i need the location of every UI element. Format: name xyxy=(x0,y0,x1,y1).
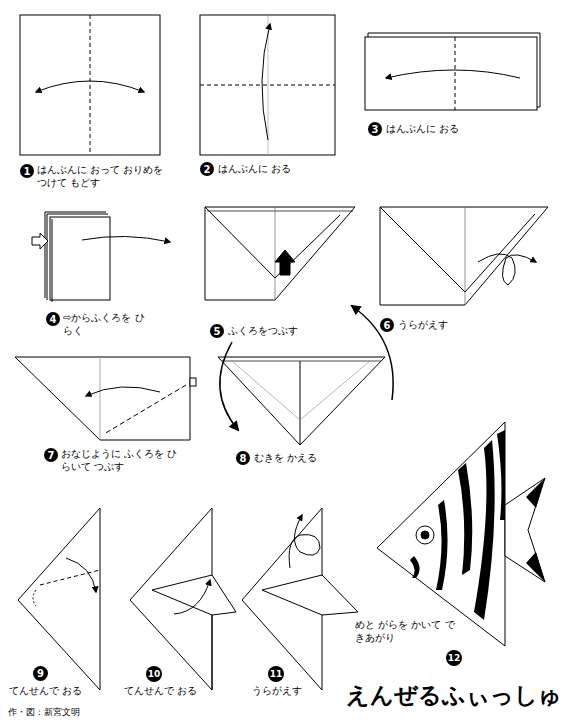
step-number: 7 xyxy=(44,448,58,462)
credit-note: 作・図：新宮文明 xyxy=(8,706,80,719)
step-number-circle: 11うらがえす xyxy=(268,666,284,682)
step-number-circle: 8むきを かえる xyxy=(236,451,250,465)
step-number: 4 xyxy=(46,312,60,326)
step-number: 12 xyxy=(446,650,462,666)
step-instruction: はんぶんに おる xyxy=(218,162,348,175)
step-number-circle: 6うらがえす xyxy=(380,318,394,332)
step-number-circle: 2はんぶんに おる xyxy=(200,162,214,176)
step-number: 3 xyxy=(368,122,382,136)
step-number-circle: 1はんぶんに おって おりめを つけて もどす xyxy=(20,164,34,178)
step-instruction: てんせんで おる xyxy=(9,684,109,697)
step-number-circle: 4⇨からふくろを ひらく xyxy=(46,312,60,326)
step-instruction: めと がらを かいて できあがり xyxy=(355,618,455,644)
step-number: 2 xyxy=(200,162,214,176)
step-number-circle: 12めと がらを かいて できあがり xyxy=(446,650,462,666)
step-instruction: てんせんで おる xyxy=(124,684,224,697)
step-instruction: ふくろをつぶす xyxy=(228,324,358,337)
step-number: 1 xyxy=(20,164,34,178)
step-number-circle: 10てんせんで おる xyxy=(146,666,162,682)
step-number: 6 xyxy=(380,318,394,332)
step-instruction: おなじように ふくろを ひらいて つぶす xyxy=(61,447,179,473)
step-instruction: はんぶんに おる xyxy=(386,122,516,135)
step-instruction: うらがえす xyxy=(252,684,352,697)
title: えんぜるふぃっしゅ xyxy=(346,680,562,711)
step-instruction: はんぶんに おって おりめを つけて もどす xyxy=(37,163,167,189)
step-number-circle: 5ふくろをつぶす xyxy=(210,324,224,338)
step-number-circle: 7おなじように ふくろを ひらいて つぶす xyxy=(44,448,58,462)
step-instruction: ⇨からふくろを ひらく xyxy=(63,311,151,337)
step-number: 5 xyxy=(210,324,224,338)
step-instruction: むきを かえる xyxy=(254,451,384,464)
step-number: 10 xyxy=(146,666,162,682)
step-number: 8 xyxy=(236,451,250,465)
step-instruction: うらがえす xyxy=(398,318,528,331)
step-number-circle: 3はんぶんに おる xyxy=(368,122,382,136)
step-number: 11 xyxy=(268,666,284,682)
step-number: 9 xyxy=(33,666,48,681)
step-number-circle: 9てんせんで おる xyxy=(33,666,48,681)
